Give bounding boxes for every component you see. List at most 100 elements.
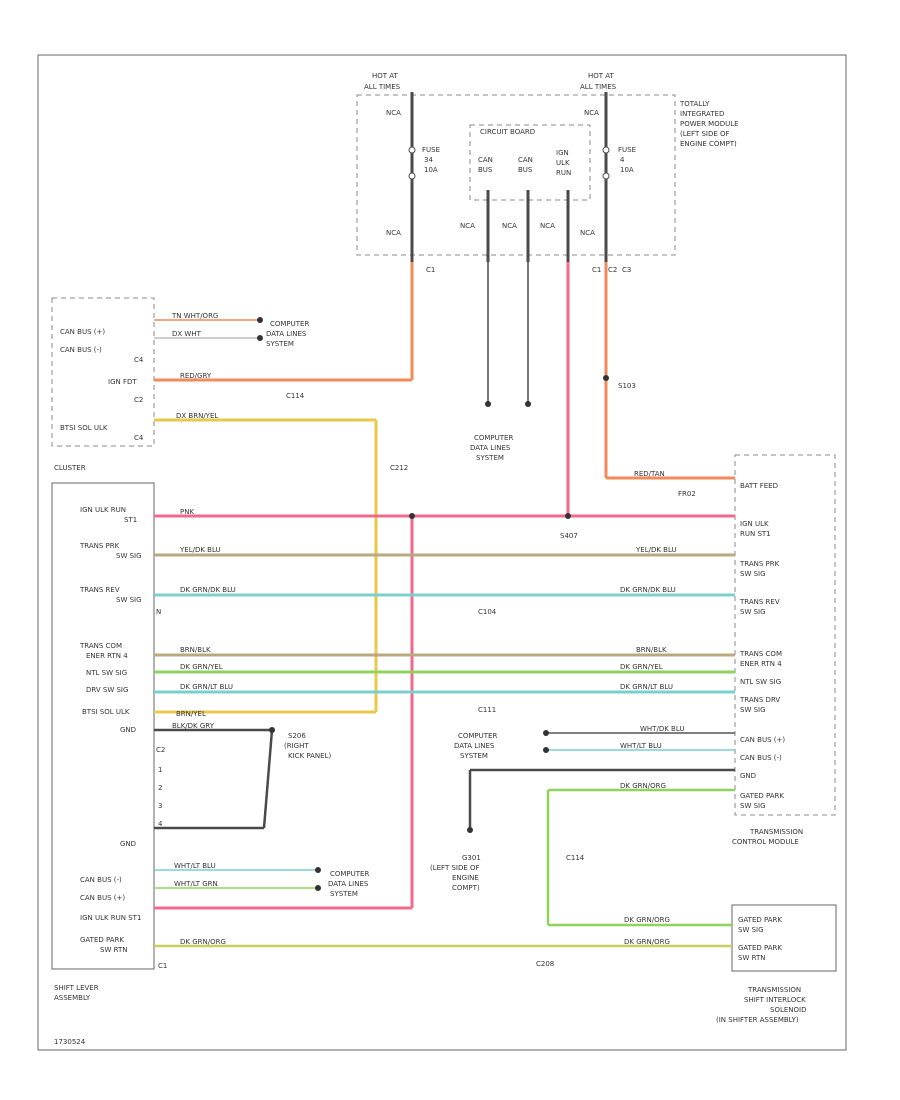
svg-text:C1: C1 — [426, 266, 435, 274]
svg-text:GATED PARK: GATED PARK — [738, 944, 782, 952]
svg-text:GND: GND — [740, 772, 756, 780]
tcm-title-1: TRANSMISSION — [749, 828, 803, 836]
svg-text:TRANS REV: TRANS REV — [79, 586, 120, 594]
btsi-top-label: DX BRN/YEL — [176, 412, 218, 420]
svg-text:C1: C1 — [592, 266, 601, 274]
svg-text:1: 1 — [158, 766, 162, 774]
svg-text:TRANS COM: TRANS COM — [79, 642, 122, 650]
svg-text:NCA: NCA — [580, 229, 595, 237]
svg-text:WHT/DK BLU: WHT/DK BLU — [640, 725, 685, 733]
shift-lever-title-1: SHIFT LEVER — [54, 984, 99, 992]
svg-text:DK GRN/ORG: DK GRN/ORG — [624, 938, 670, 946]
svg-text:SYSTEM: SYSTEM — [266, 340, 294, 348]
svg-text:NCA: NCA — [386, 229, 401, 237]
svg-text:C4: C4 — [134, 434, 144, 442]
svg-text:INTEGRATED: INTEGRATED — [680, 110, 724, 118]
tipm-module: HOT AT ALL TIMES HOT AT ALL TIMES TOTALL… — [356, 72, 739, 274]
svg-text:2: 2 — [158, 784, 162, 792]
svg-text:NCA: NCA — [540, 222, 555, 230]
svg-text:DK GRN/YEL: DK GRN/YEL — [180, 663, 223, 671]
fuse-symbols — [408, 146, 610, 180]
c212-label: C212 — [390, 464, 408, 472]
ign-fdt-wire — [154, 262, 414, 382]
svg-text:(LEFT SIDE OF: (LEFT SIDE OF — [430, 864, 480, 872]
tcm-title-2: CONTROL MODULE — [732, 838, 799, 846]
tipm-label: TOTALLY INTEGRATED POWER MODULE (LEFT SI… — [679, 100, 739, 148]
svg-text:DRV SW SIG: DRV SW SIG — [86, 686, 128, 694]
svg-text:GATED PARK: GATED PARK — [738, 916, 782, 924]
svg-text:KICK PANEL): KICK PANEL) — [288, 752, 331, 760]
svg-text:FUSE: FUSE — [618, 146, 636, 154]
svg-text:COMPUTER: COMPUTER — [330, 870, 369, 878]
svg-text:4: 4 — [158, 820, 163, 828]
svg-text:C1: C1 — [158, 962, 167, 970]
pink-wire-label: PNK — [180, 508, 194, 516]
svg-text:TRANS REV: TRANS REV — [739, 598, 780, 606]
svg-text:SW SIG: SW SIG — [740, 802, 766, 810]
tipm-can-verticals — [487, 262, 529, 402]
gated-park-wires — [154, 788, 735, 948]
svg-text:IGN ULK RUN ST1: IGN ULK RUN ST1 — [80, 914, 141, 922]
svg-text:DK GRN/ORG: DK GRN/ORG — [180, 938, 226, 946]
svg-text:C3: C3 — [622, 266, 631, 274]
tipm-internal-wires — [410, 92, 608, 262]
tcm-can-wires — [546, 732, 735, 751]
svg-text:(RIGHT: (RIGHT — [284, 742, 309, 750]
hot-at-right-sub: ALL TIMES — [580, 83, 617, 91]
svg-text:WHT/LT GRN: WHT/LT GRN — [174, 880, 218, 888]
c208-label: C208 — [536, 960, 554, 968]
hot-at-left: HOT AT — [372, 72, 399, 80]
svg-text:NCA: NCA — [460, 222, 475, 230]
svg-text:ENER RTN 4: ENER RTN 4 — [86, 652, 128, 660]
ground-wires — [154, 728, 735, 830]
svg-text:TRANS PRK: TRANS PRK — [739, 560, 780, 568]
footer-code: 1730524 — [54, 1038, 86, 1046]
svg-text:WHT/LT BLU: WHT/LT BLU — [620, 742, 662, 750]
svg-text:SOLENOID: SOLENOID — [770, 1006, 806, 1014]
svg-text:COMPUTER: COMPUTER — [474, 434, 513, 442]
shift-lever-module: IGN ULK RUN ST1 TRANS PRK SW SIG TRANS R… — [51, 482, 167, 1002]
svg-text:CAN BUS (-): CAN BUS (-) — [740, 754, 782, 762]
circuit-board — [469, 124, 591, 201]
svg-text:TN WHT/ORG: TN WHT/ORG — [171, 312, 218, 320]
svg-text:SW SIG: SW SIG — [740, 570, 766, 578]
svg-text:SW SIG: SW SIG — [116, 552, 142, 560]
svg-text:COMPUTER: COMPUTER — [458, 732, 497, 740]
fr02-label: FR02 — [678, 490, 696, 498]
c114-label: C114 — [286, 392, 305, 400]
s206-label: S206 — [288, 732, 306, 740]
svg-text:3: 3 — [158, 802, 162, 810]
c104-label: C104 — [478, 608, 497, 616]
svg-text:SYSTEM: SYSTEM — [460, 752, 488, 760]
svg-text:C4: C4 — [134, 356, 144, 364]
interlock-module: GATED PARK SW SIG GATED PARK SW RTN TRAN… — [716, 904, 837, 1024]
svg-text:FUSE: FUSE — [422, 146, 440, 154]
svg-text:SW SIG: SW SIG — [740, 706, 766, 714]
svg-text:IGN: IGN — [556, 149, 569, 157]
svg-text:POWER MODULE: POWER MODULE — [680, 120, 739, 128]
svg-text:ULK: ULK — [556, 159, 570, 167]
svg-text:TOTALLY: TOTALLY — [679, 100, 710, 108]
svg-text:DK GRN/LT BLU: DK GRN/LT BLU — [620, 683, 673, 691]
svg-text:SW SIG: SW SIG — [738, 926, 764, 934]
hot-at-left-sub: ALL TIMES — [364, 83, 401, 91]
ign-run-wire — [154, 262, 735, 910]
svg-text:YEL/DK BLU: YEL/DK BLU — [179, 546, 221, 554]
svg-text:CAN BUS (-): CAN BUS (-) — [80, 876, 122, 884]
svg-text:IGN ULK: IGN ULK — [740, 520, 769, 528]
svg-text:DK GRN/LT BLU: DK GRN/LT BLU — [180, 683, 233, 691]
g301-label: G301 — [462, 854, 481, 862]
ign-fdt-label: RED/GRY — [180, 372, 212, 380]
svg-text:N: N — [156, 608, 161, 616]
svg-text:SW SIG: SW SIG — [116, 596, 142, 604]
svg-text:TRANS COM: TRANS COM — [739, 650, 782, 658]
svg-text:C2: C2 — [608, 266, 617, 274]
svg-text:BRN/BLK: BRN/BLK — [636, 646, 667, 654]
svg-text:(LEFT SIDE OF: (LEFT SIDE OF — [680, 130, 730, 138]
cluster-module: CAN BUS (+) CAN BUS (-) C4 IGN FDT C2 BT… — [51, 297, 155, 472]
batt-wire-label: RED/TAN — [634, 470, 665, 478]
cluster-can-wires: TN WHT/ORG DX WHT COMPUTER DATA LINES SY… — [154, 312, 309, 348]
svg-text:BUS: BUS — [518, 166, 533, 174]
svg-text:NCA: NCA — [386, 109, 401, 117]
